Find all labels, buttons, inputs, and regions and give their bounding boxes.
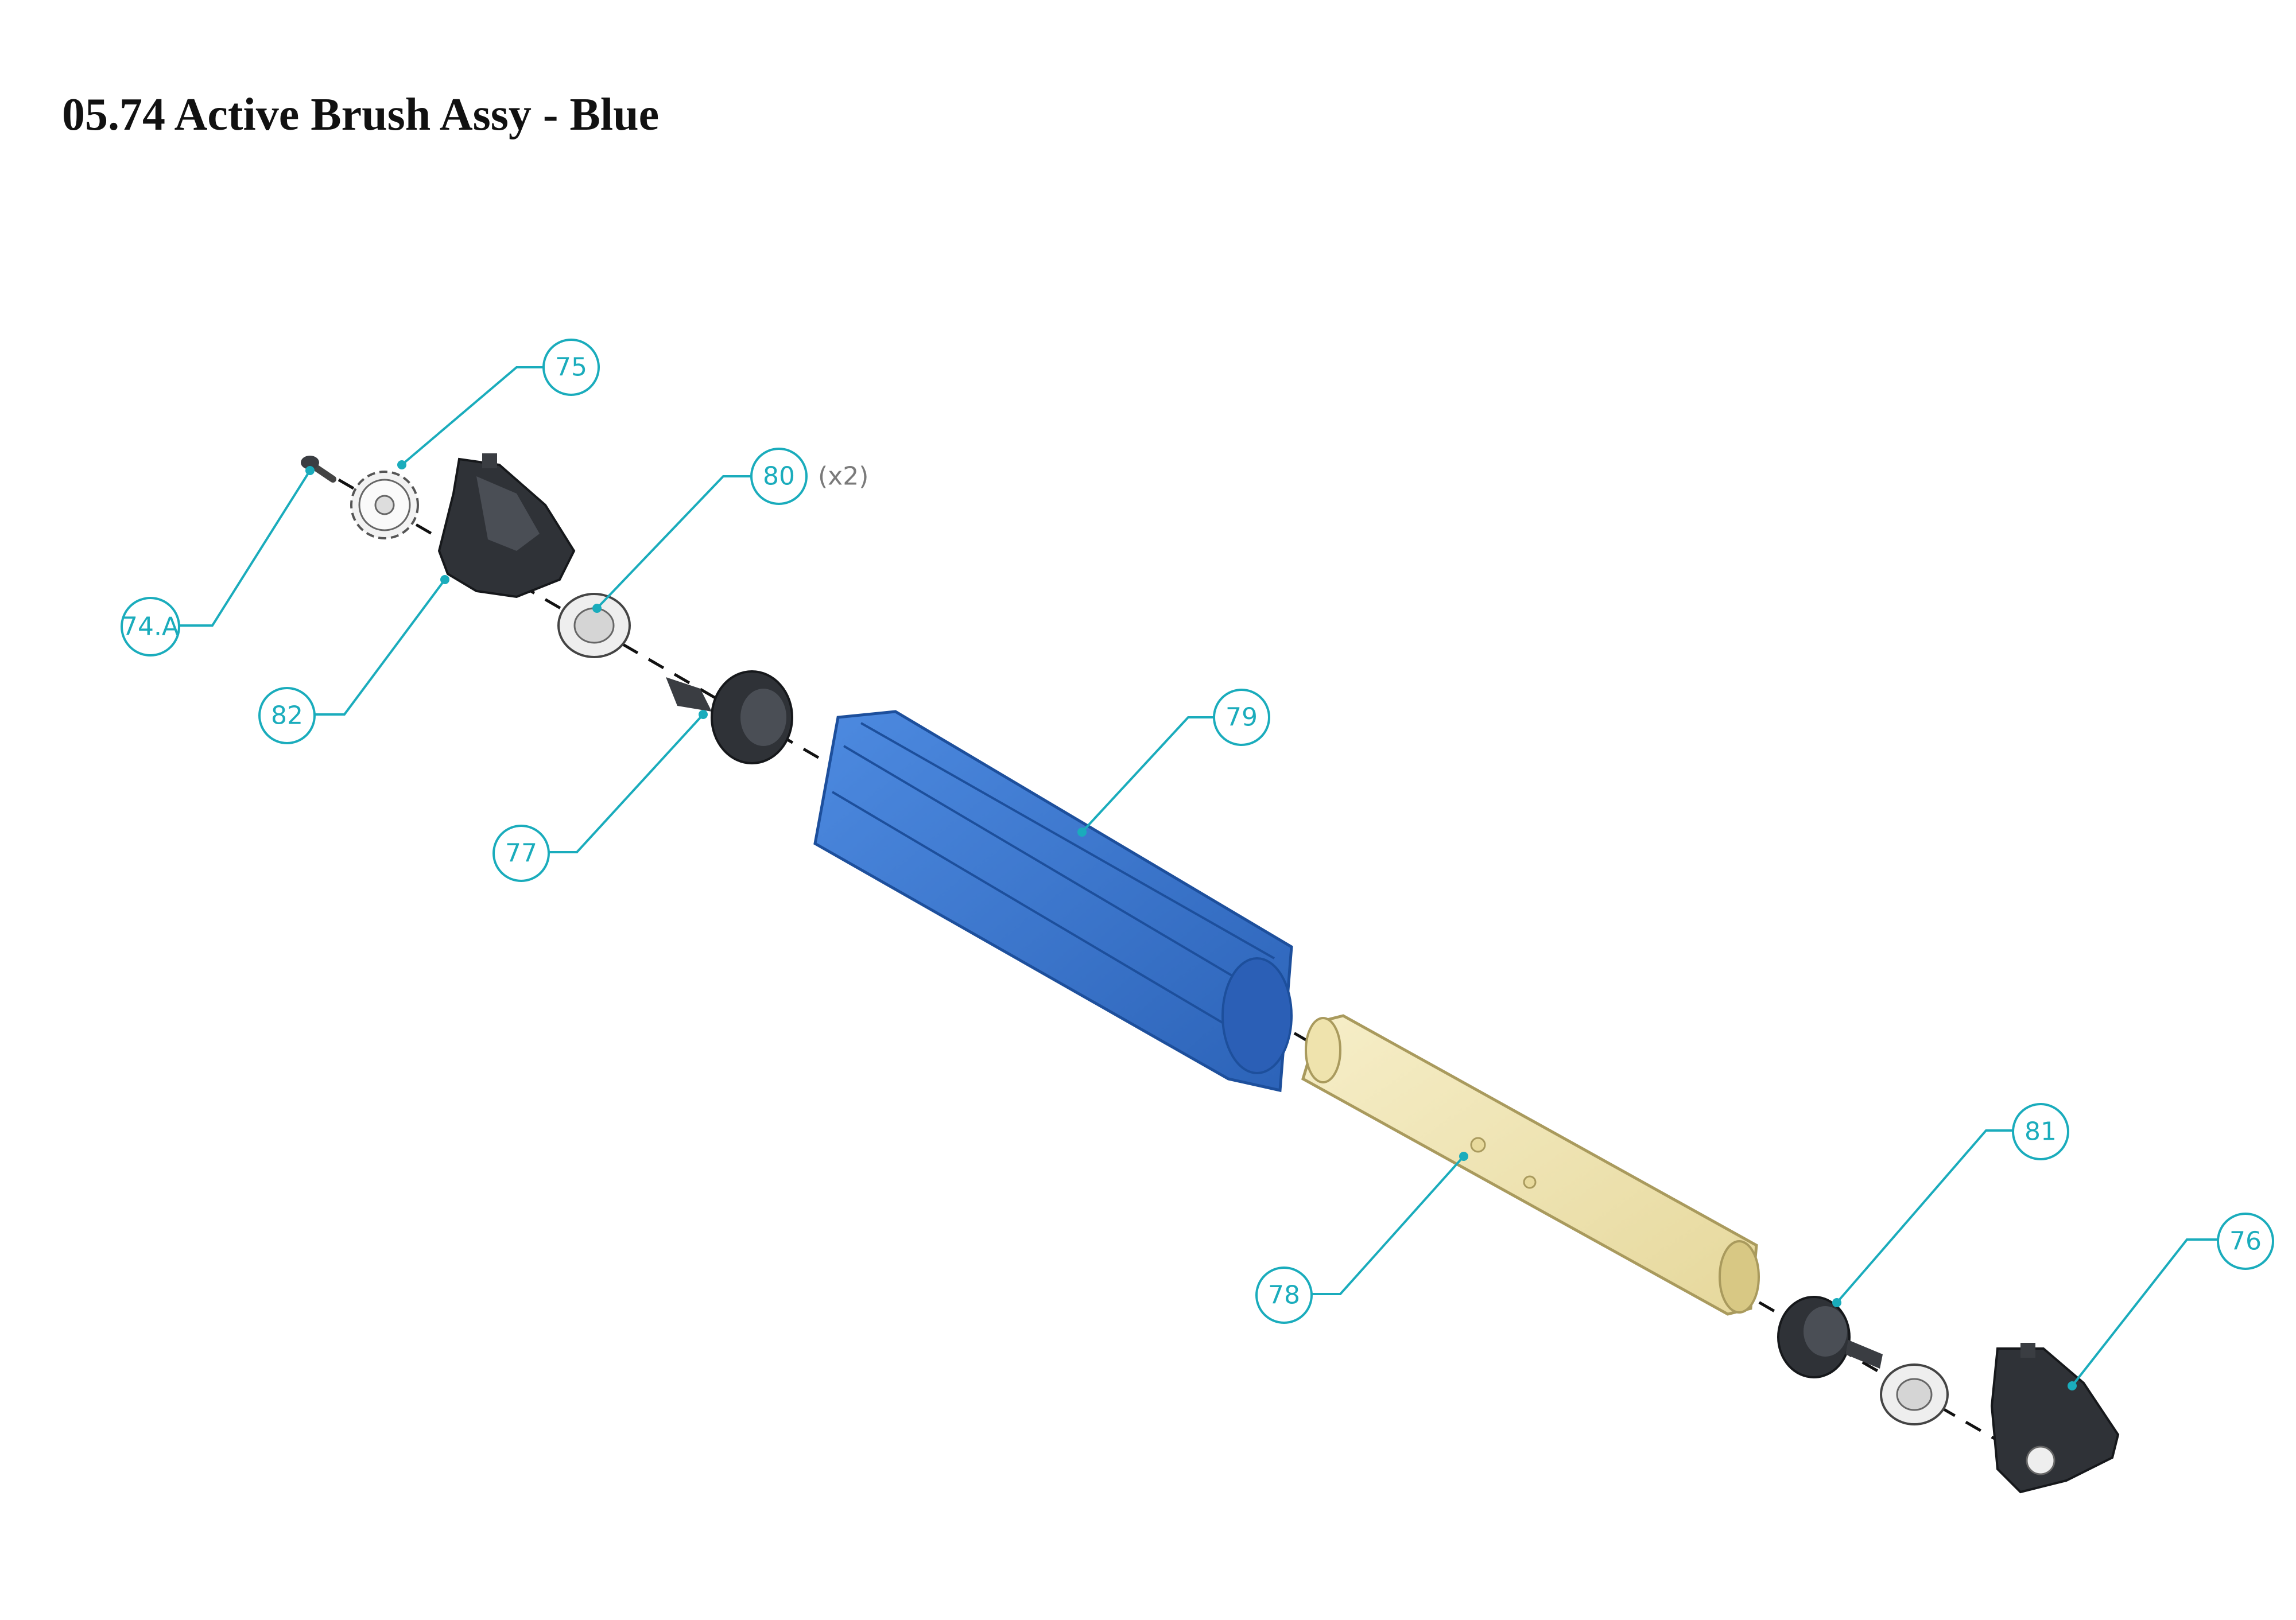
callout-label-78: 78 <box>1268 1281 1300 1310</box>
bearing-part-top <box>557 593 631 658</box>
end-bracket-left-part <box>437 453 576 599</box>
page-title: 05.74 Active Brush Assy - Blue <box>62 90 660 140</box>
callout-label-80: 80 <box>763 462 795 491</box>
callout-82: 82 <box>258 575 449 744</box>
pinion-gear-part <box>350 471 419 539</box>
brush-roller-part <box>813 710 1293 1093</box>
callout-label-74a: 74.A <box>122 612 179 642</box>
callout-label-77: 77 <box>505 839 537 868</box>
callout-label-75: 75 <box>555 353 587 382</box>
callout-74a: 74.A <box>121 466 315 656</box>
inner-tube-part <box>1301 1014 1760 1316</box>
callout-80: 80 (x2) <box>592 448 868 613</box>
callout-76: 76 <box>2068 1213 2274 1390</box>
callout-label-82: 82 <box>271 701 303 731</box>
callout-label-79: 79 <box>1225 703 1258 732</box>
callout-label-81: 81 <box>2024 1117 2057 1147</box>
callout-79: 79 <box>1077 689 1270 837</box>
bearing-part-bottom <box>1880 1363 1949 1425</box>
drive-hub-part <box>666 670 793 764</box>
callout-label-76: 76 <box>2229 1227 2262 1256</box>
end-hub-right-part <box>1777 1296 1883 1378</box>
callout-77: 77 <box>492 710 708 882</box>
callout-75: 75 <box>397 339 600 469</box>
end-bracket-right-part <box>1990 1343 2120 1494</box>
screw-part <box>301 456 336 483</box>
callout-qty-80: (x2) <box>818 462 868 491</box>
callout-81: 81 <box>1832 1103 2069 1307</box>
callout-78: 78 <box>1255 1152 1468 1324</box>
